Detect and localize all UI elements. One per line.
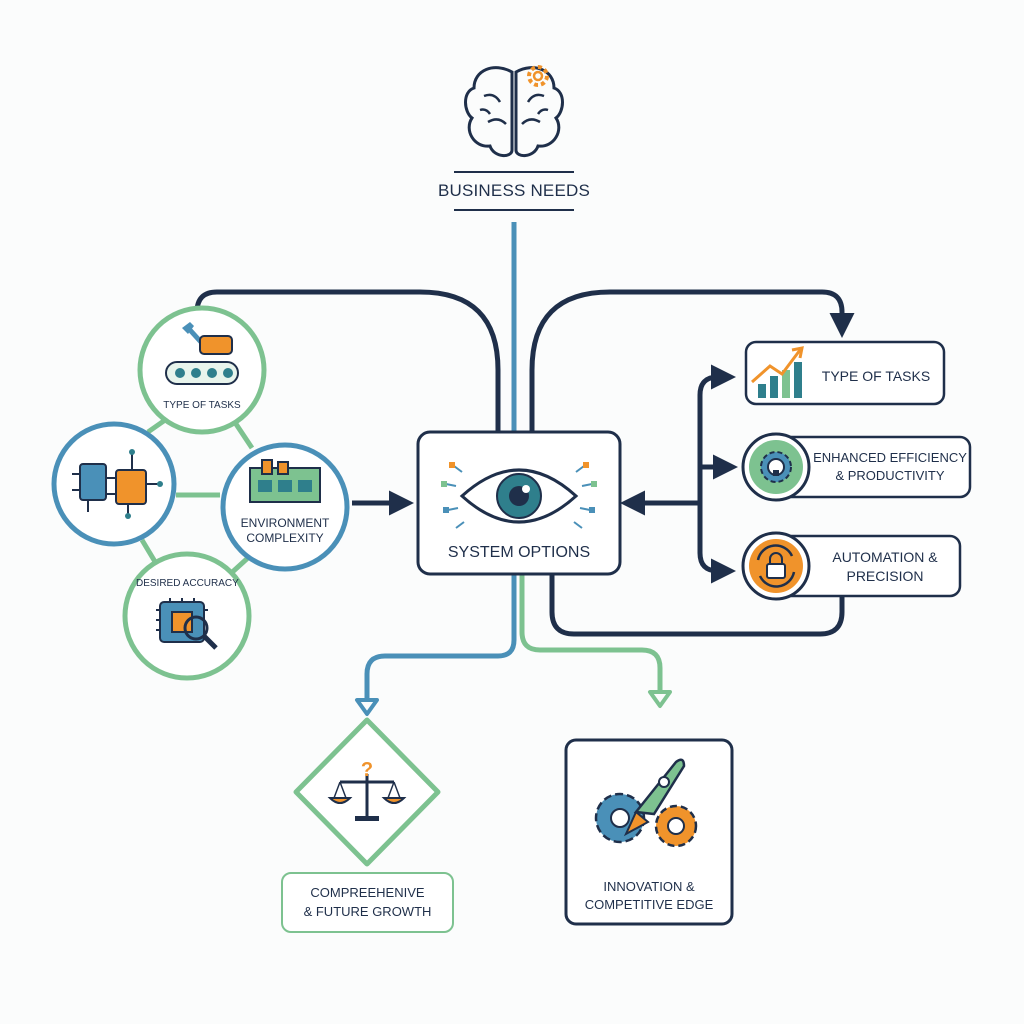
- wrench-conveyor-icon: [165, 322, 239, 385]
- factory-icon: [249, 459, 321, 503]
- connector-system-to-diamond: [364, 574, 517, 702]
- rocket-gears-icon: [594, 758, 698, 848]
- right-card-efficiency: [741, 432, 972, 502]
- connector-return-loop: [549, 574, 845, 637]
- innovation-line2: COMPETITIVE EDGE: [584, 897, 714, 912]
- comprehensive-line2: & FUTURE GROWTH: [303, 904, 432, 919]
- label-environment-line2: COMPLEXITY: [246, 531, 324, 545]
- innovation-box: [564, 738, 734, 926]
- growth-chart-icon: [751, 346, 804, 398]
- eye-circuit-icon: [441, 462, 597, 529]
- innovation-line1: INNOVATION &: [603, 879, 695, 894]
- connectors: [139, 222, 855, 716]
- system-options-title: SYSTEM OPTIONS: [447, 544, 591, 561]
- brain-gear-icon: [454, 65, 574, 211]
- comprehensive-growth-card: [281, 872, 454, 933]
- circle-environment-complexity: [220, 442, 350, 572]
- system-options-box: [416, 430, 622, 576]
- arrowhead-innovation: [648, 690, 672, 708]
- lock-cycle-icon: [756, 544, 796, 588]
- connector-right-bracket: [697, 364, 736, 503]
- comprehensive-line1: COMPREEHENIVE: [310, 885, 425, 900]
- right-label-type-of-tasks: TYPE OF TASKS: [821, 368, 931, 384]
- right-label-automation-line2: PRECISION: [846, 568, 924, 584]
- right-card-automation: [741, 531, 962, 601]
- circle-circuit: [51, 421, 177, 547]
- connector-right-bracket-low: [697, 503, 736, 584]
- connector-system-to-innovation: [519, 574, 663, 694]
- right-label-automation-line1: AUTOMATION &: [832, 549, 938, 565]
- label-environment-line1: ENVIRONMENT: [240, 516, 330, 530]
- right-label-efficiency-line2: & PRODUCTIVITY: [835, 468, 945, 483]
- circuit-board-icon: [72, 449, 163, 519]
- right-label-efficiency-line1: ENHANCED EFFICIENCY: [813, 450, 967, 465]
- label-desired-accuracy: DESIRED ACCURACY: [136, 578, 239, 589]
- connector-left-loop: [194, 289, 501, 432]
- arrowhead-diamond: [355, 698, 379, 716]
- business-needs-title: BUSINESS NEEDS: [437, 181, 591, 200]
- connector-right-loop: [529, 289, 855, 432]
- svg-text:?: ?: [361, 759, 373, 781]
- circle-desired-accuracy: [122, 551, 252, 681]
- chip-magnifier-icon: [156, 598, 218, 650]
- gear-bulb-icon: [760, 451, 792, 483]
- circle-type-of-tasks: [137, 305, 267, 435]
- label-type-of-tasks-circle: TYPE OF TASKS: [163, 400, 241, 411]
- right-card-type-of-tasks: [744, 340, 946, 406]
- balance-scale-icon: ?: [327, 759, 407, 821]
- diamond-balance: ?: [293, 717, 441, 867]
